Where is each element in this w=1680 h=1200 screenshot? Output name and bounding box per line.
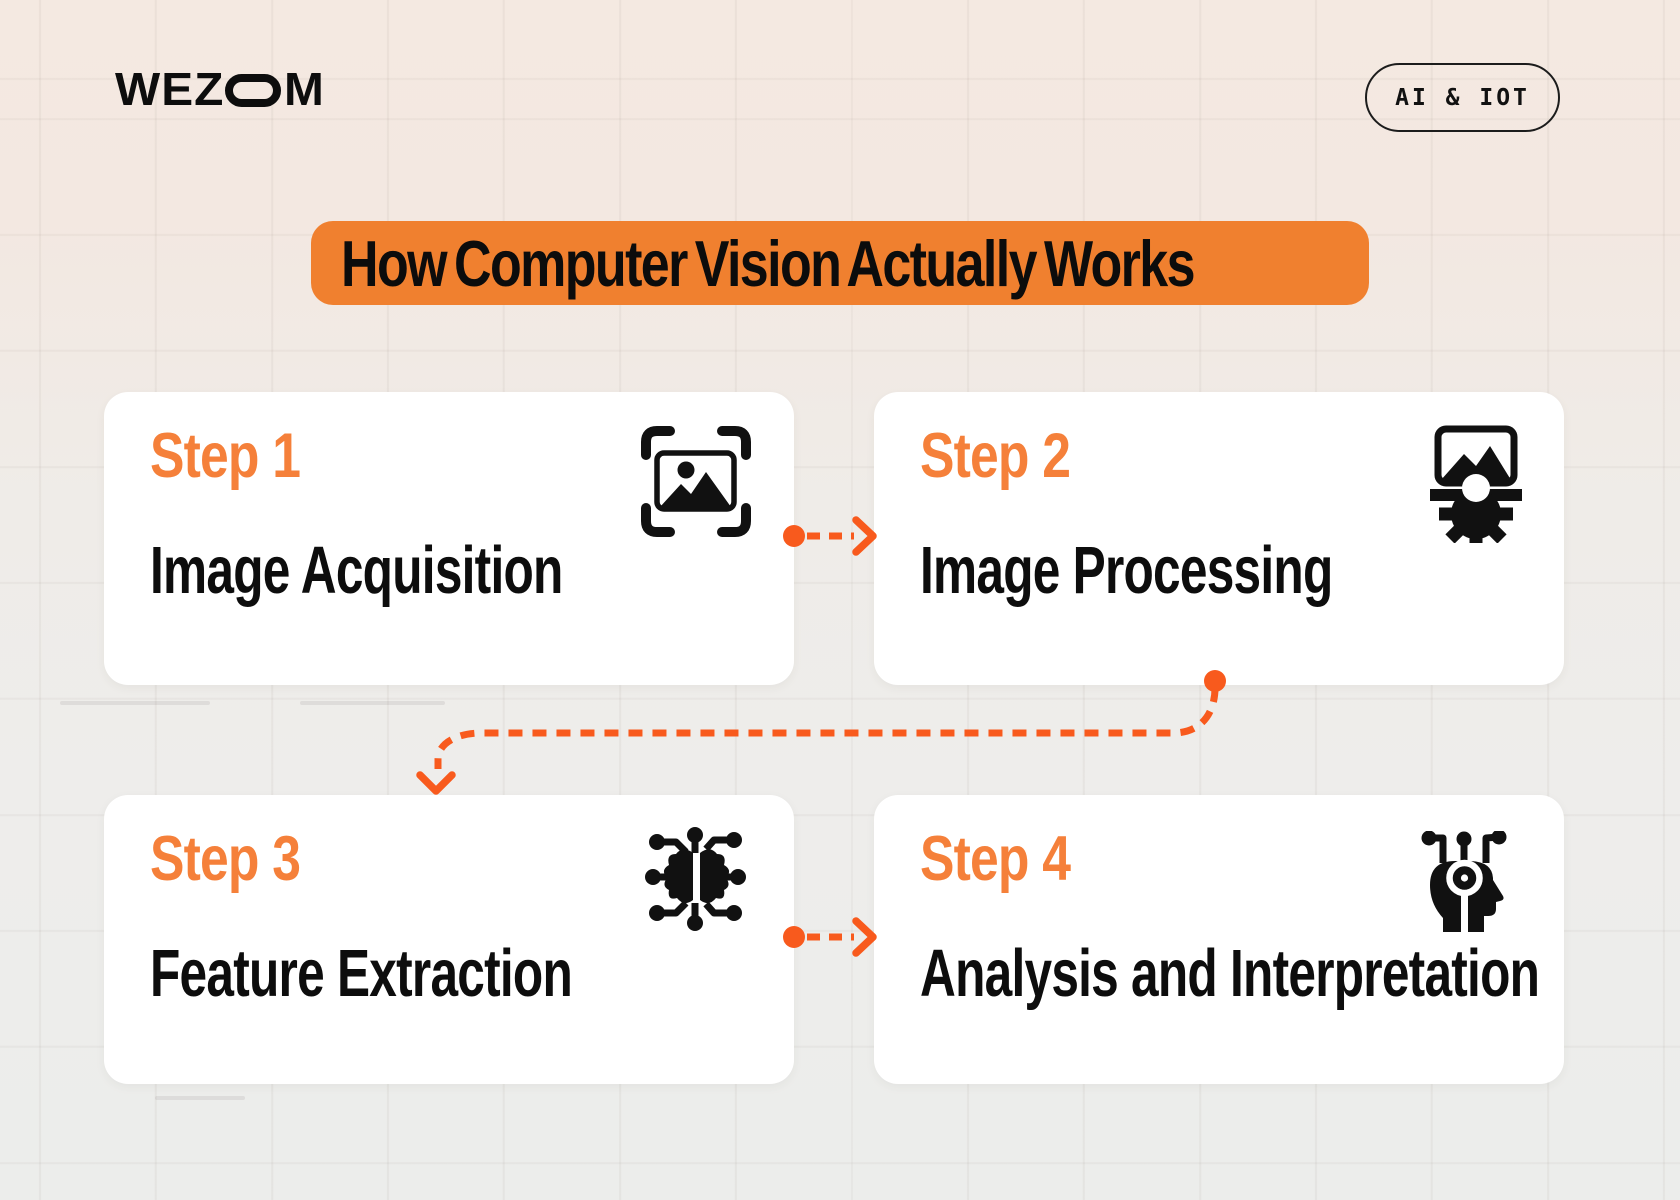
step-4-label: Step 4 — [920, 824, 1071, 894]
step-1-label: Step 1 — [150, 421, 301, 491]
ai-iot-badge: AI & IOT — [1365, 63, 1560, 132]
brain-circuit-icon — [645, 827, 746, 931]
background-tile-mark — [60, 701, 210, 705]
background-tile-mark — [155, 1096, 245, 1100]
logo-text-prefix: WEZ — [115, 63, 225, 115]
step-2-label: Step 2 — [920, 421, 1071, 491]
ai-iot-badge-label: AI & IOT — [1395, 84, 1530, 111]
step-1-title: Image Acquisition — [150, 533, 563, 608]
step-3-title: Feature Extraction — [150, 936, 573, 1011]
step-2-card: Step 2 Image Processing — [874, 392, 1564, 685]
head-circuit-icon — [1421, 831, 1507, 932]
background-tile-mark — [300, 701, 445, 705]
step-4-card: Step 4 Analysis and Interpretation — [874, 795, 1564, 1084]
step-3-card: Step 3 Feature Extraction — [104, 795, 794, 1084]
logo-text-suffix: M — [284, 63, 326, 115]
step-3-label: Step 3 — [150, 824, 301, 894]
step-4-title: Analysis and Interpretation — [920, 936, 1540, 1011]
page-title: How Computer Vision Actually Works — [341, 226, 1196, 300]
step-2-title: Image Processing — [920, 533, 1333, 608]
image-scan-icon — [641, 426, 751, 537]
title-banner: How Computer Vision Actually Works — [311, 221, 1369, 305]
wezom-logo: WEZ M — [115, 66, 324, 112]
step-1-card: Step 1 Image Acquisition — [104, 392, 794, 685]
image-gear-icon — [1430, 425, 1522, 543]
logo-o-pill-icon — [225, 74, 282, 107]
